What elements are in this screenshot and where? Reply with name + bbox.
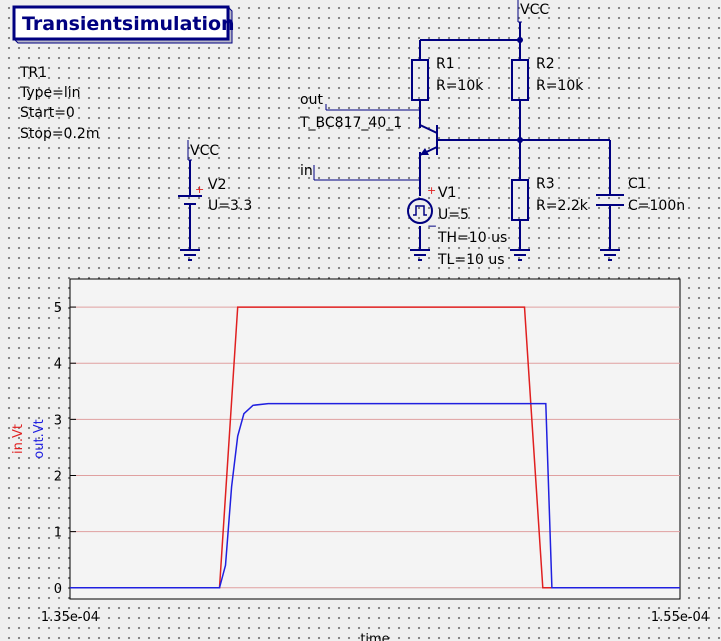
r3-value: R=2.2k xyxy=(536,198,589,214)
sim-type: Type=lin xyxy=(19,85,81,101)
y-tick-label: 2 xyxy=(54,469,62,484)
sim-start: Start=0 xyxy=(20,105,75,121)
svg-text:+: + xyxy=(427,184,436,197)
svg-text:−: − xyxy=(427,219,437,233)
title-text: Transientsimulation xyxy=(22,13,235,35)
dc-source-v2[interactable]: VCC + V2 U=3.3 xyxy=(178,140,252,250)
emitter-arrow-icon xyxy=(420,148,429,155)
net-label-in[interactable]: in xyxy=(300,163,315,180)
circuit-wires xyxy=(314,22,611,250)
vcc-left-text: VCC xyxy=(190,143,219,159)
resistor-r2[interactable]: R2 R=10k xyxy=(511,56,584,101)
y-tick-label: 4 xyxy=(54,357,62,372)
y-tick-label: 5 xyxy=(54,301,62,316)
transistor-name: T_BC817_40_1 xyxy=(299,115,402,131)
v1-u: U=5 xyxy=(438,207,469,223)
title-box[interactable]: Transientsimulation xyxy=(12,5,235,44)
ground-icon xyxy=(180,249,200,261)
transient-plot[interactable]: 0 1 2 3 4 5 1.35e-04 1.55e-04 time in.Vt out.… xyxy=(11,278,709,641)
resistor-r3[interactable]: R3 R=2.2k xyxy=(511,176,589,221)
resistor-r1[interactable]: R1 R=10k xyxy=(411,56,484,101)
c1-name: C1 xyxy=(628,176,647,192)
r1-value: R=10k xyxy=(436,78,484,94)
r2-value: R=10k xyxy=(536,78,584,94)
pulse-wave-icon xyxy=(413,205,427,216)
pulse-source-v1[interactable]: + − V1 U=5 TH=10 us TL=10 us xyxy=(407,184,507,268)
series-line-out xyxy=(70,402,680,589)
vcc-top-label[interactable]: VCC xyxy=(517,0,549,23)
v2-u: U=3.3 xyxy=(208,198,252,214)
ground-icon xyxy=(600,249,620,261)
v1-name: V1 xyxy=(438,185,456,201)
ground-icon xyxy=(410,249,430,261)
x-tick-label-start: 1.35e-04 xyxy=(41,610,99,625)
v1-th: TH=10 us xyxy=(437,230,507,246)
plot-frame xyxy=(69,278,681,600)
y-tick-label: 3 xyxy=(54,413,62,428)
transistor-bc817[interactable]: T_BC817_40_1 xyxy=(299,115,438,156)
x-axis-label: time xyxy=(360,632,389,641)
c1-value: C=100n xyxy=(628,198,685,214)
r3-name: R3 xyxy=(536,176,555,192)
svg-text:+: + xyxy=(195,183,204,196)
vcc-top-text: VCC xyxy=(520,2,549,18)
y-axis-label-out: out.Vt xyxy=(32,419,47,458)
out-label-text: out xyxy=(300,92,323,108)
ground-icon xyxy=(510,249,530,261)
y-tick-label: 1 xyxy=(54,526,62,541)
in-label-text: in xyxy=(300,163,313,179)
y-tick-label: 0 xyxy=(54,582,62,597)
x-tick-label-end: 1.55e-04 xyxy=(651,610,709,625)
sim-stop: Stop=0.2m xyxy=(20,126,99,142)
v2-name: V2 xyxy=(208,177,226,193)
simulation-block[interactable]: TR1 Type=lin Start=0 Stop=0.2m xyxy=(19,65,99,142)
y-axis-label-in: in.Vt xyxy=(11,424,26,454)
v1-tl: TL=10 us xyxy=(437,252,505,268)
net-label-out[interactable]: out xyxy=(300,92,327,110)
capacitor-c1[interactable]: C1 C=100n xyxy=(596,176,685,214)
y-tick-labels: 0 1 2 3 4 5 xyxy=(54,301,62,597)
plot-series xyxy=(70,306,680,589)
r1-name: R1 xyxy=(436,56,455,72)
r2-name: R2 xyxy=(536,56,555,72)
sim-name: TR1 xyxy=(19,65,47,81)
